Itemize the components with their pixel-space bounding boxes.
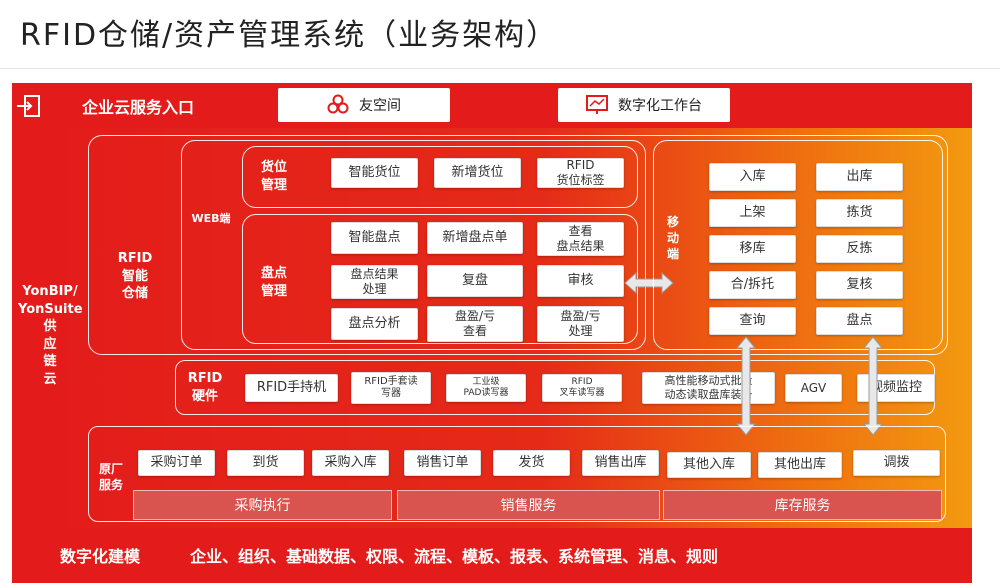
process-surplus-loss-button[interactable]: 盘盈/亏 处理: [537, 306, 624, 342]
entry-item-label: 友空间: [359, 98, 401, 114]
hardware-label: RFID 硬件: [187, 371, 223, 404]
batch-dynamic-reader-button[interactable]: 高性能移动式批量 动态读取盘库装备: [642, 372, 775, 404]
mobile-transfer-button[interactable]: 移库: [709, 235, 796, 263]
location-section: [242, 146, 638, 208]
glove-reader-button[interactable]: RFID手套读 写器: [351, 372, 431, 404]
view-surplus-loss-button[interactable]: 盘盈/亏 查看: [427, 306, 523, 342]
purchase-inbound-button[interactable]: 采购入库: [312, 450, 389, 476]
sales-service-group: 销售服务: [397, 490, 660, 520]
new-inventory-order-button[interactable]: 新增盘点单: [427, 222, 523, 254]
sync-double-arrow-icon: [624, 272, 674, 294]
other-outbound-button[interactable]: 其他出库: [758, 452, 842, 478]
page-title: RFID仓储/资产管理系统（业务架构）: [20, 18, 559, 53]
mobile-outbound-button[interactable]: 出库: [816, 163, 903, 191]
shipment-button[interactable]: 发货: [493, 450, 570, 476]
agv-button[interactable]: AGV: [785, 374, 842, 402]
recount-button[interactable]: 复盘: [427, 265, 523, 297]
inventory-service-group: 库存服务: [663, 490, 942, 520]
digital-modeling-bar: [12, 528, 972, 583]
vertical-arrow-icon: [736, 336, 756, 436]
rfid-storage-label: RFID 智能 仓储: [117, 251, 153, 302]
location-mgmt-label: 货位 管理: [260, 160, 287, 193]
inventory-mgmt-label: 盘点 管理: [260, 266, 287, 299]
entry-bar-label: 企业云服务入口: [82, 98, 195, 117]
mobile-review-button[interactable]: 复核: [816, 271, 903, 299]
sales-outbound-button[interactable]: 销售出库: [582, 450, 659, 476]
flower-logo-icon: [327, 94, 349, 114]
purchase-order-button[interactable]: 采购订单: [138, 450, 215, 476]
youkongjian-entry[interactable]: 友空间: [278, 88, 450, 122]
entry-item-label: 数字化工作台: [618, 98, 702, 114]
sales-order-button[interactable]: 销售订单: [404, 450, 481, 476]
transfer-button[interactable]: 调拨: [853, 450, 940, 476]
new-location-button[interactable]: 新增货位: [434, 158, 521, 188]
arrival-button[interactable]: 到货: [227, 450, 304, 476]
mobile-label: 移 动 端: [666, 215, 679, 262]
entry-bar: [12, 83, 972, 128]
rfid-location-tag-button[interactable]: RFID 货位标签: [537, 158, 624, 188]
login-icon: [17, 95, 40, 117]
purchase-execution-group: 采购执行: [133, 490, 392, 520]
web-label: WEB端: [191, 212, 231, 225]
mobile-inbound-button[interactable]: 入库: [709, 163, 796, 191]
rfid-storage-section: [88, 135, 948, 355]
native-services-section: [88, 426, 946, 522]
chart-screen-icon: [586, 95, 608, 114]
smart-inventory-button[interactable]: 智能盘点: [331, 222, 418, 254]
industrial-pad-reader-button[interactable]: 工业级 PAD读写器: [446, 374, 526, 402]
native-services-label: 原厂 服务: [98, 462, 123, 493]
handheld-reader-button[interactable]: RFID手持机: [245, 374, 338, 402]
web-section: [181, 140, 646, 350]
mobile-reverse-pick-button[interactable]: 反拣: [816, 235, 903, 263]
audit-button[interactable]: 审核: [537, 265, 624, 297]
vertical-arrow-icon: [863, 336, 883, 436]
inventory-analysis-button[interactable]: 盘点分析: [331, 308, 418, 340]
other-inbound-button[interactable]: 其他入库: [667, 452, 751, 478]
mobile-section: [653, 140, 943, 350]
digital-workbench-entry[interactable]: 数字化工作台: [558, 88, 730, 122]
view-inventory-result-button[interactable]: 查看 盘点结果: [537, 222, 624, 256]
mobile-picking-button[interactable]: 拣货: [816, 199, 903, 227]
process-inventory-result-button[interactable]: 盘点结果 处理: [331, 265, 418, 299]
mobile-shelving-button[interactable]: 上架: [709, 199, 796, 227]
smart-location-button[interactable]: 智能货位: [331, 158, 418, 188]
digital-modeling-content: 企业、组织、基础数据、权限、流程、模板、报表、系统管理、消息、规则: [190, 547, 719, 566]
mobile-query-button[interactable]: 查询: [709, 307, 796, 335]
mobile-pallet-button[interactable]: 合/拆托: [709, 271, 796, 299]
title-divider: [0, 68, 1000, 69]
digital-modeling-label: 数字化建模: [60, 547, 141, 566]
supply-chain-cloud-label: YonBIP/ YonSuite 供 应 链 云: [18, 284, 83, 387]
forklift-reader-button[interactable]: RFID 叉车读写器: [542, 374, 622, 402]
mobile-inventory-button[interactable]: 盘点: [816, 307, 903, 335]
